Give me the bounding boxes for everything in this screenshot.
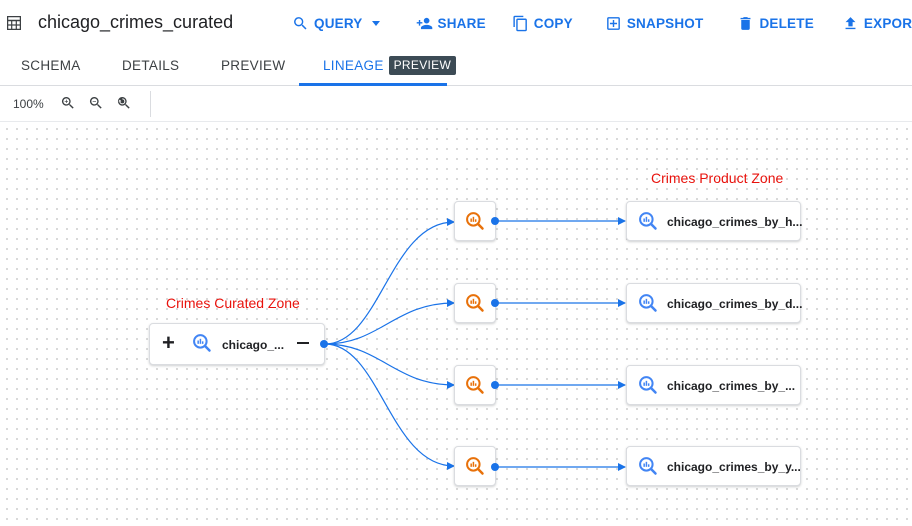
- target-table-node-3[interactable]: chicago_crimes_by_...: [626, 365, 801, 405]
- target-node-label: chicago_crimes_by_d...: [667, 297, 803, 311]
- lineage-edges: [324, 217, 626, 471]
- tab-details[interactable]: DETAILS: [122, 58, 180, 73]
- chevron-down-icon: [371, 20, 380, 26]
- snapshot-icon: [606, 16, 620, 30]
- process-node-3[interactable]: [454, 365, 496, 405]
- query-button-label: QUERY: [314, 15, 363, 31]
- trash-icon: [740, 16, 751, 30]
- zoom-level: 100%: [13, 97, 44, 111]
- page-title: chicago_crimes_curated: [38, 12, 234, 32]
- search-icon: [294, 16, 307, 30]
- delete-button-label: DELETE: [759, 15, 814, 31]
- process-node-1[interactable]: [454, 201, 496, 241]
- table-icon: [7, 16, 21, 30]
- preview-badge: PREVIEW: [388, 56, 457, 75]
- target-table-node-2[interactable]: chicago_crimes_by_d...: [626, 283, 803, 323]
- person-add-icon: [416, 17, 432, 29]
- tab-preview[interactable]: PREVIEW: [221, 58, 286, 73]
- copy-button-label: COPY: [533, 15, 573, 31]
- tab-schema[interactable]: SCHEMA: [21, 58, 81, 73]
- process-output-port: [491, 381, 499, 389]
- source-output-port: [320, 340, 328, 348]
- export-icon: [845, 16, 856, 29]
- expand-upstream-icon[interactable]: +: [162, 330, 175, 355]
- target-table-node-4[interactable]: chicago_crimes_by_y...: [626, 446, 801, 486]
- bigquery-job-icon: [466, 294, 484, 312]
- bigquery-job-icon: [466, 212, 484, 230]
- zoom-in-icon[interactable]: [60, 95, 76, 111]
- bigquery-job-icon: [466, 457, 484, 475]
- toolbar-divider: [150, 91, 151, 117]
- bigquery-table-icon: [639, 376, 657, 394]
- process-node-4[interactable]: [454, 446, 496, 486]
- target-table-node-1[interactable]: chicago_crimes_by_h...: [626, 201, 803, 241]
- target-node-label: chicago_crimes_by_y...: [667, 460, 801, 474]
- active-tab-indicator: [299, 83, 447, 86]
- snapshot-button-label: SNAPSHOT: [626, 15, 704, 31]
- lineage-graph-canvas[interactable]: Crimes Curated Zone Crimes Product Zone …: [0, 122, 912, 526]
- tab-lineage[interactable]: LINEAGE PREVIEW: [323, 46, 457, 86]
- collapse-downstream-icon[interactable]: [297, 342, 309, 344]
- target-node-label: chicago_crimes_by_h...: [667, 215, 803, 229]
- bigquery-job-icon: [466, 376, 484, 394]
- target-node-label: chicago_crimes_by_...: [667, 379, 796, 393]
- snapshot-button[interactable]: SNAPSHOT: [605, 15, 704, 32]
- tab-bar: SCHEMA DETAILS PREVIEW LINEAGE PREVIEW: [0, 46, 912, 86]
- bigquery-table-icon: [639, 294, 657, 312]
- bigquery-table-icon: [639, 457, 657, 475]
- process-node-2[interactable]: [454, 283, 496, 323]
- export-button-label: EXPORT: [863, 15, 912, 31]
- bigquery-table-icon: [639, 212, 657, 230]
- copy-icon: [513, 15, 527, 31]
- copy-button[interactable]: COPY: [512, 15, 573, 32]
- action-toolbar: QUERY SHARE COPY SNAPSHOT DELETE EXPORT: [292, 0, 912, 46]
- delete-button[interactable]: DELETE: [737, 15, 814, 32]
- edge-source-to-job-3: [324, 343, 455, 389]
- product-zone-label: Crimes Product Zone: [651, 170, 784, 186]
- graph-toolbar: 100%: [0, 86, 912, 122]
- export-button[interactable]: EXPORT: [842, 15, 912, 32]
- share-button[interactable]: SHARE: [416, 15, 486, 32]
- process-output-port: [491, 217, 499, 225]
- query-button[interactable]: QUERY: [292, 15, 380, 32]
- bigquery-table-icon: [193, 334, 211, 352]
- header-bar: chicago_crimes_curated QUERY SHARE COPY …: [0, 0, 912, 46]
- curated-zone-label: Crimes Curated Zone: [166, 295, 300, 311]
- source-node-label: chicago_...: [222, 338, 285, 352]
- reset-zoom-icon[interactable]: [116, 95, 132, 111]
- edge-source-to-job-2: [324, 299, 455, 345]
- edge-source-to-job-1: [324, 218, 455, 345]
- zoom-out-icon[interactable]: [88, 95, 104, 111]
- process-output-port: [491, 299, 499, 307]
- process-output-port: [491, 463, 499, 471]
- edge-source-to-job-4: [324, 343, 455, 470]
- source-table-node[interactable]: + chicago_...: [149, 323, 325, 365]
- tab-lineage-label: LINEAGE: [323, 58, 384, 73]
- share-button-label: SHARE: [437, 15, 486, 31]
